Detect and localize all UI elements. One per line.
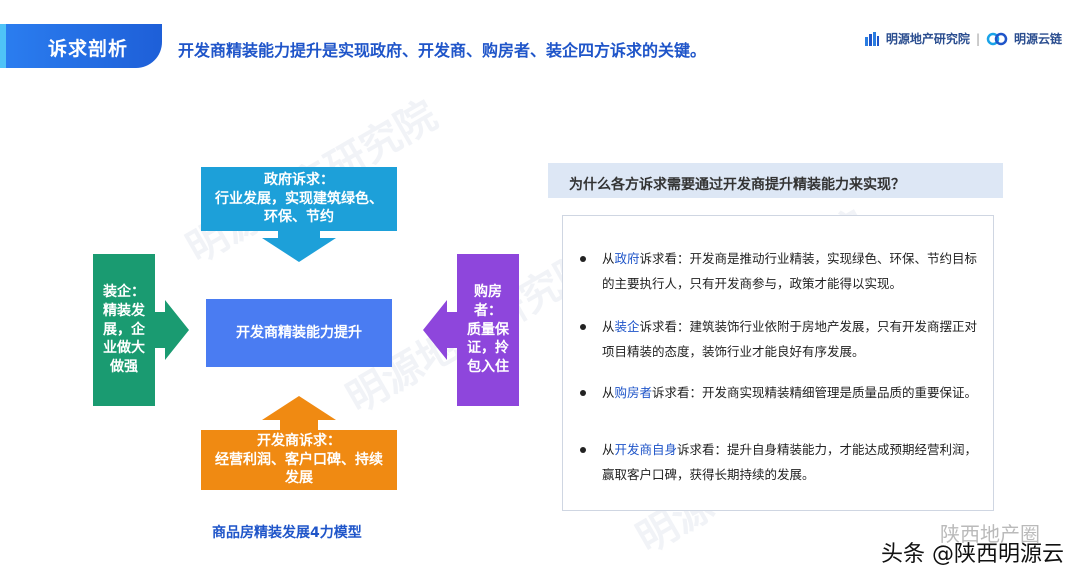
decorator-demand-text: 装企： 精装发 展，企 业做大 做强 xyxy=(103,283,145,376)
point-prefix: 从 xyxy=(602,319,615,334)
bullet-icon xyxy=(580,324,586,330)
building-logo-icon xyxy=(864,31,879,46)
buyer-demand-box: 购房者： 质量保 证，拎 包入住 xyxy=(457,254,519,406)
point-text: 诉求看：提升自身精装能力，才能达成预期经营利润，赢取客户口碑，获得长期持续的发展… xyxy=(602,442,978,482)
overlay-watermark: 陕西地产圈 xyxy=(940,522,1040,546)
brand-logos: 明源地产研究院 | 明源云链 xyxy=(864,30,1062,47)
point-party: 政府 xyxy=(614,251,640,266)
question-bar xyxy=(548,163,1003,198)
buyer-arrow xyxy=(423,300,457,360)
decorator-demand-box: 装企： 精装发 展，企 业做大 做强 xyxy=(93,254,155,406)
brand-cloud-name: 明源云链 xyxy=(1013,32,1062,46)
point-prefix: 从 xyxy=(602,442,615,457)
government-demand-text: 政府诉求： 行业发展，实现建筑绿色、 环保、节约 xyxy=(215,171,383,226)
point-party: 购房者 xyxy=(614,385,653,400)
list-item: 从购房者诉求看：开发商实现精装精细管理是质量品质的重要保证。 xyxy=(580,380,985,405)
point-prefix: 从 xyxy=(602,385,615,400)
list-item: 从政府诉求看：开发商是推动行业精装，实现绿色、环保、节约目标的主要执行人，只有开… xyxy=(580,246,985,296)
center-capability-box: 开发商精装能力提升 xyxy=(206,299,392,367)
point-text: 诉求看：开发商实现精装精细管理是质量品质的重要保证。 xyxy=(652,385,978,400)
brand-research-name: 明源地产研究院 xyxy=(885,32,970,46)
center-capability-text: 开发商精装能力提升 xyxy=(236,324,362,341)
brand-separator: | xyxy=(975,31,980,46)
chain-logo-icon xyxy=(986,32,1008,45)
developer-demand-text: 开发商诉求： 经营利润、客户口碑、持续 发展 xyxy=(215,432,383,487)
point-text: 诉求看：开发商是推动行业精装，实现绿色、环保、节约目标的主要执行人，只有开发商参… xyxy=(602,251,978,291)
point-party: 装企 xyxy=(614,319,640,334)
point-text: 诉求看：建筑装饰行业依附于房地产发展，只有开发商摆正对项目精装的态度，装饰行业才… xyxy=(602,319,978,359)
diagram-caption: 商品房精装发展4力模型 xyxy=(212,525,362,541)
page-title: 诉求剖析 xyxy=(48,38,129,60)
bullet-icon xyxy=(580,390,586,396)
decorator-arrow xyxy=(155,300,189,360)
point-prefix: 从 xyxy=(602,251,615,266)
header-tab xyxy=(0,24,162,68)
page-subtitle: 开发商精装能力提升是实现政府、开发商、购房者、装企四方诉求的关键。 xyxy=(178,41,707,60)
question-text: 为什么各方诉求需要通过开发商提升精装能力来实现？ xyxy=(569,177,905,193)
bullet-icon xyxy=(580,256,586,262)
developer-demand-box: 开发商诉求： 经营利润、客户口碑、持续 发展 xyxy=(201,430,397,490)
source-watermark: 头条 @陕西明源云 xyxy=(881,542,1064,567)
point-party: 开发商自身 xyxy=(614,442,678,457)
list-item: 从装企诉求看：建筑装饰行业依附于房地产发展，只有开发商摆正对项目精装的态度，装饰… xyxy=(580,314,985,364)
explanation-panel xyxy=(562,215,994,511)
bullet-icon xyxy=(580,447,586,453)
buyer-demand-text: 购房者： 质量保 证，拎 包入住 xyxy=(467,283,509,376)
list-item: 从开发商自身诉求看：提升自身精装能力，才能达成预期经营利润，赢取客户口碑，获得长… xyxy=(580,437,985,487)
government-demand-box: 政府诉求： 行业发展，实现建筑绿色、 环保、节约 xyxy=(201,167,397,231)
gov-arrow xyxy=(262,231,336,262)
dev-arrow xyxy=(262,396,336,430)
